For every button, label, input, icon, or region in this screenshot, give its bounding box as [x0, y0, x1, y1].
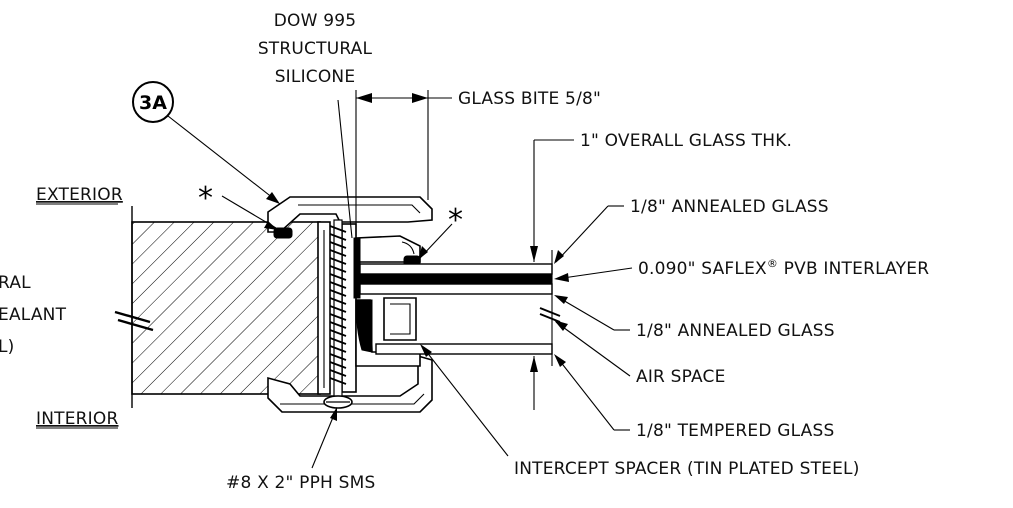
glass-bite-label: GLASS BITE 5/8"	[458, 89, 601, 109]
annealed-glass-inner-label: 1/8" ANNEALED GLASS	[636, 321, 835, 341]
silicone-bead-lower	[355, 299, 373, 353]
leader-lines	[132, 81, 633, 469]
screw-label: #8 X 2" PPH SMS	[226, 473, 376, 493]
silicone-label-line-1: DOW 995	[274, 11, 357, 31]
cut-label-line-3: L)	[0, 337, 15, 357]
silicone-label-line-2: STRUCTURAL	[258, 39, 373, 59]
overall-thickness-label: 1" OVERALL GLASS THK.	[580, 131, 792, 151]
tempered-glass-label: 1/8" TEMPERED GLASS	[636, 421, 834, 441]
cut-label-line-2: EALANT	[0, 305, 67, 325]
asterisk-left: *	[198, 181, 213, 216]
wood-substrate	[131, 221, 321, 395]
interlayer-label: 0.090" SAFLEX® PVB INTERLAYER	[638, 257, 929, 279]
asterisk-right: *	[448, 203, 463, 238]
silicone-label-line-3: SILICONE	[275, 67, 356, 87]
glass-bite-dimension	[355, 90, 452, 236]
cut-label-line-1: RAL	[0, 273, 31, 293]
annealed-glass-outer	[359, 263, 553, 275]
detail-tag: 3A	[139, 92, 167, 114]
glass-unit	[359, 263, 561, 355]
annealed-glass-inner	[359, 283, 553, 295]
spacer-label: INTERCEPT SPACER (TIN PLATED STEEL)	[514, 459, 860, 479]
interior-label: INTERIOR	[36, 409, 118, 429]
pvb-interlayer	[360, 274, 552, 284]
weather-seal-left	[273, 227, 293, 239]
break-mark-left	[114, 310, 154, 332]
exterior-label: EXTERIOR	[36, 185, 123, 205]
intercept-spacer	[383, 297, 417, 341]
tempered-glass	[375, 343, 553, 355]
air-space-label: AIR SPACE	[636, 367, 726, 387]
overall-thickness-dimension	[530, 139, 574, 410]
screw	[323, 219, 353, 409]
structural-silicone	[353, 237, 361, 299]
annealed-glass-outer-label: 1/8" ANNEALED GLASS	[630, 197, 829, 217]
